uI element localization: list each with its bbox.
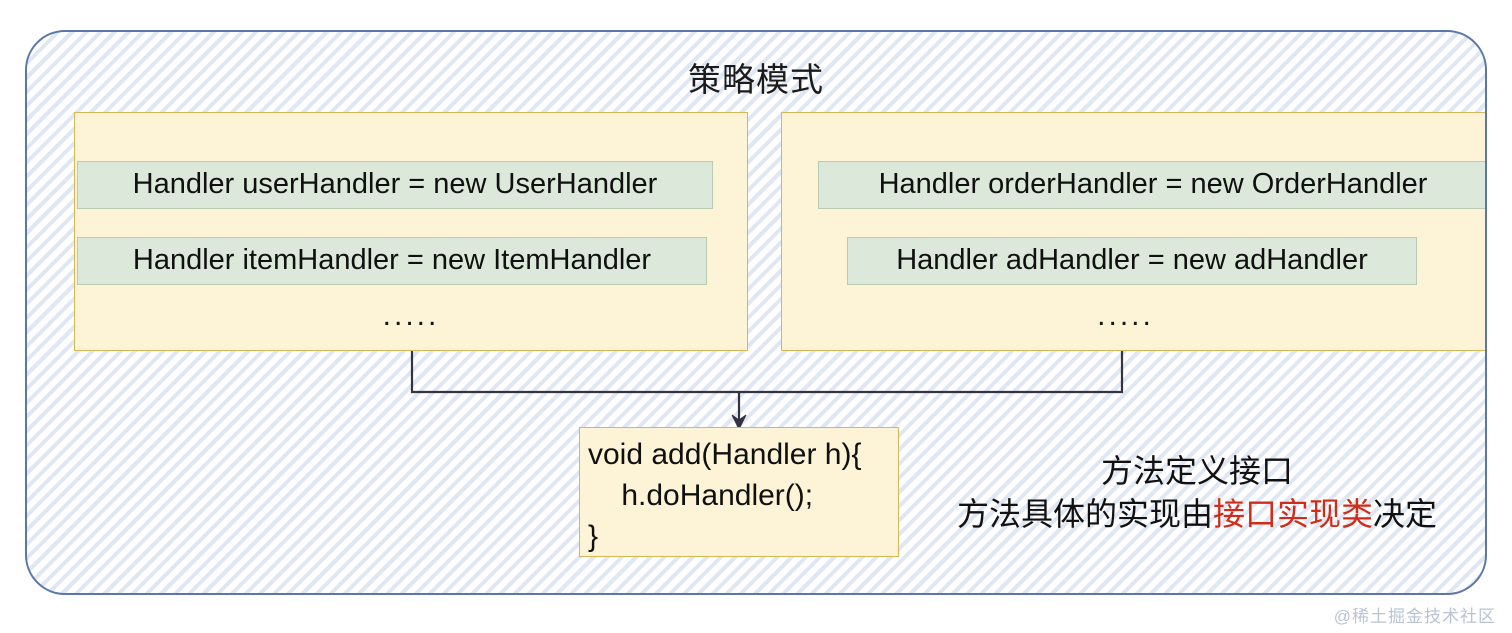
watermark: @稀土掘金技术社区 xyxy=(1333,607,1496,626)
code-box: void add(Handler h){ h.doHandler(); } xyxy=(579,427,899,557)
diagram-container: 策略模式 Handler userHandler = new UserHandl… xyxy=(25,30,1487,595)
statement-user-handler: Handler userHandler = new UserHandler xyxy=(77,161,713,209)
annotation-line-2: 方法具体的实现由接口实现类决定 xyxy=(917,493,1477,536)
statement-item-handler: Handler itemHandler = new ItemHandler xyxy=(77,237,707,285)
code-line-close: } xyxy=(588,520,599,553)
handler-group-right: Handler orderHandler = new OrderHandler … xyxy=(781,112,1485,351)
annotation-line-2-prefix: 方法具体的实现由 xyxy=(956,496,1213,532)
annotation-text: 方法定义接口 方法具体的实现由接口实现类决定 xyxy=(917,450,1477,536)
handler-group-left: Handler userHandler = new UserHandler Ha… xyxy=(74,112,748,351)
ellipsis-right: ..... xyxy=(1097,299,1154,332)
annotation-line-1: 方法定义接口 xyxy=(1100,453,1293,489)
code-line-signature: void add(Handler h){ xyxy=(588,438,862,471)
statement-ad-handler: Handler adHandler = new adHandler xyxy=(847,237,1417,285)
annotation-line-2-highlight: 接口实现类 xyxy=(1212,496,1373,532)
code-line-body: h.doHandler(); xyxy=(588,479,814,512)
connector-bracket xyxy=(410,351,1124,394)
ellipsis-left: ..... xyxy=(382,299,440,332)
annotation-line-2-suffix: 决定 xyxy=(1373,496,1438,532)
page-title: 策略模式 xyxy=(688,61,824,98)
statement-order-handler: Handler orderHandler = new OrderHandler xyxy=(818,161,1485,209)
